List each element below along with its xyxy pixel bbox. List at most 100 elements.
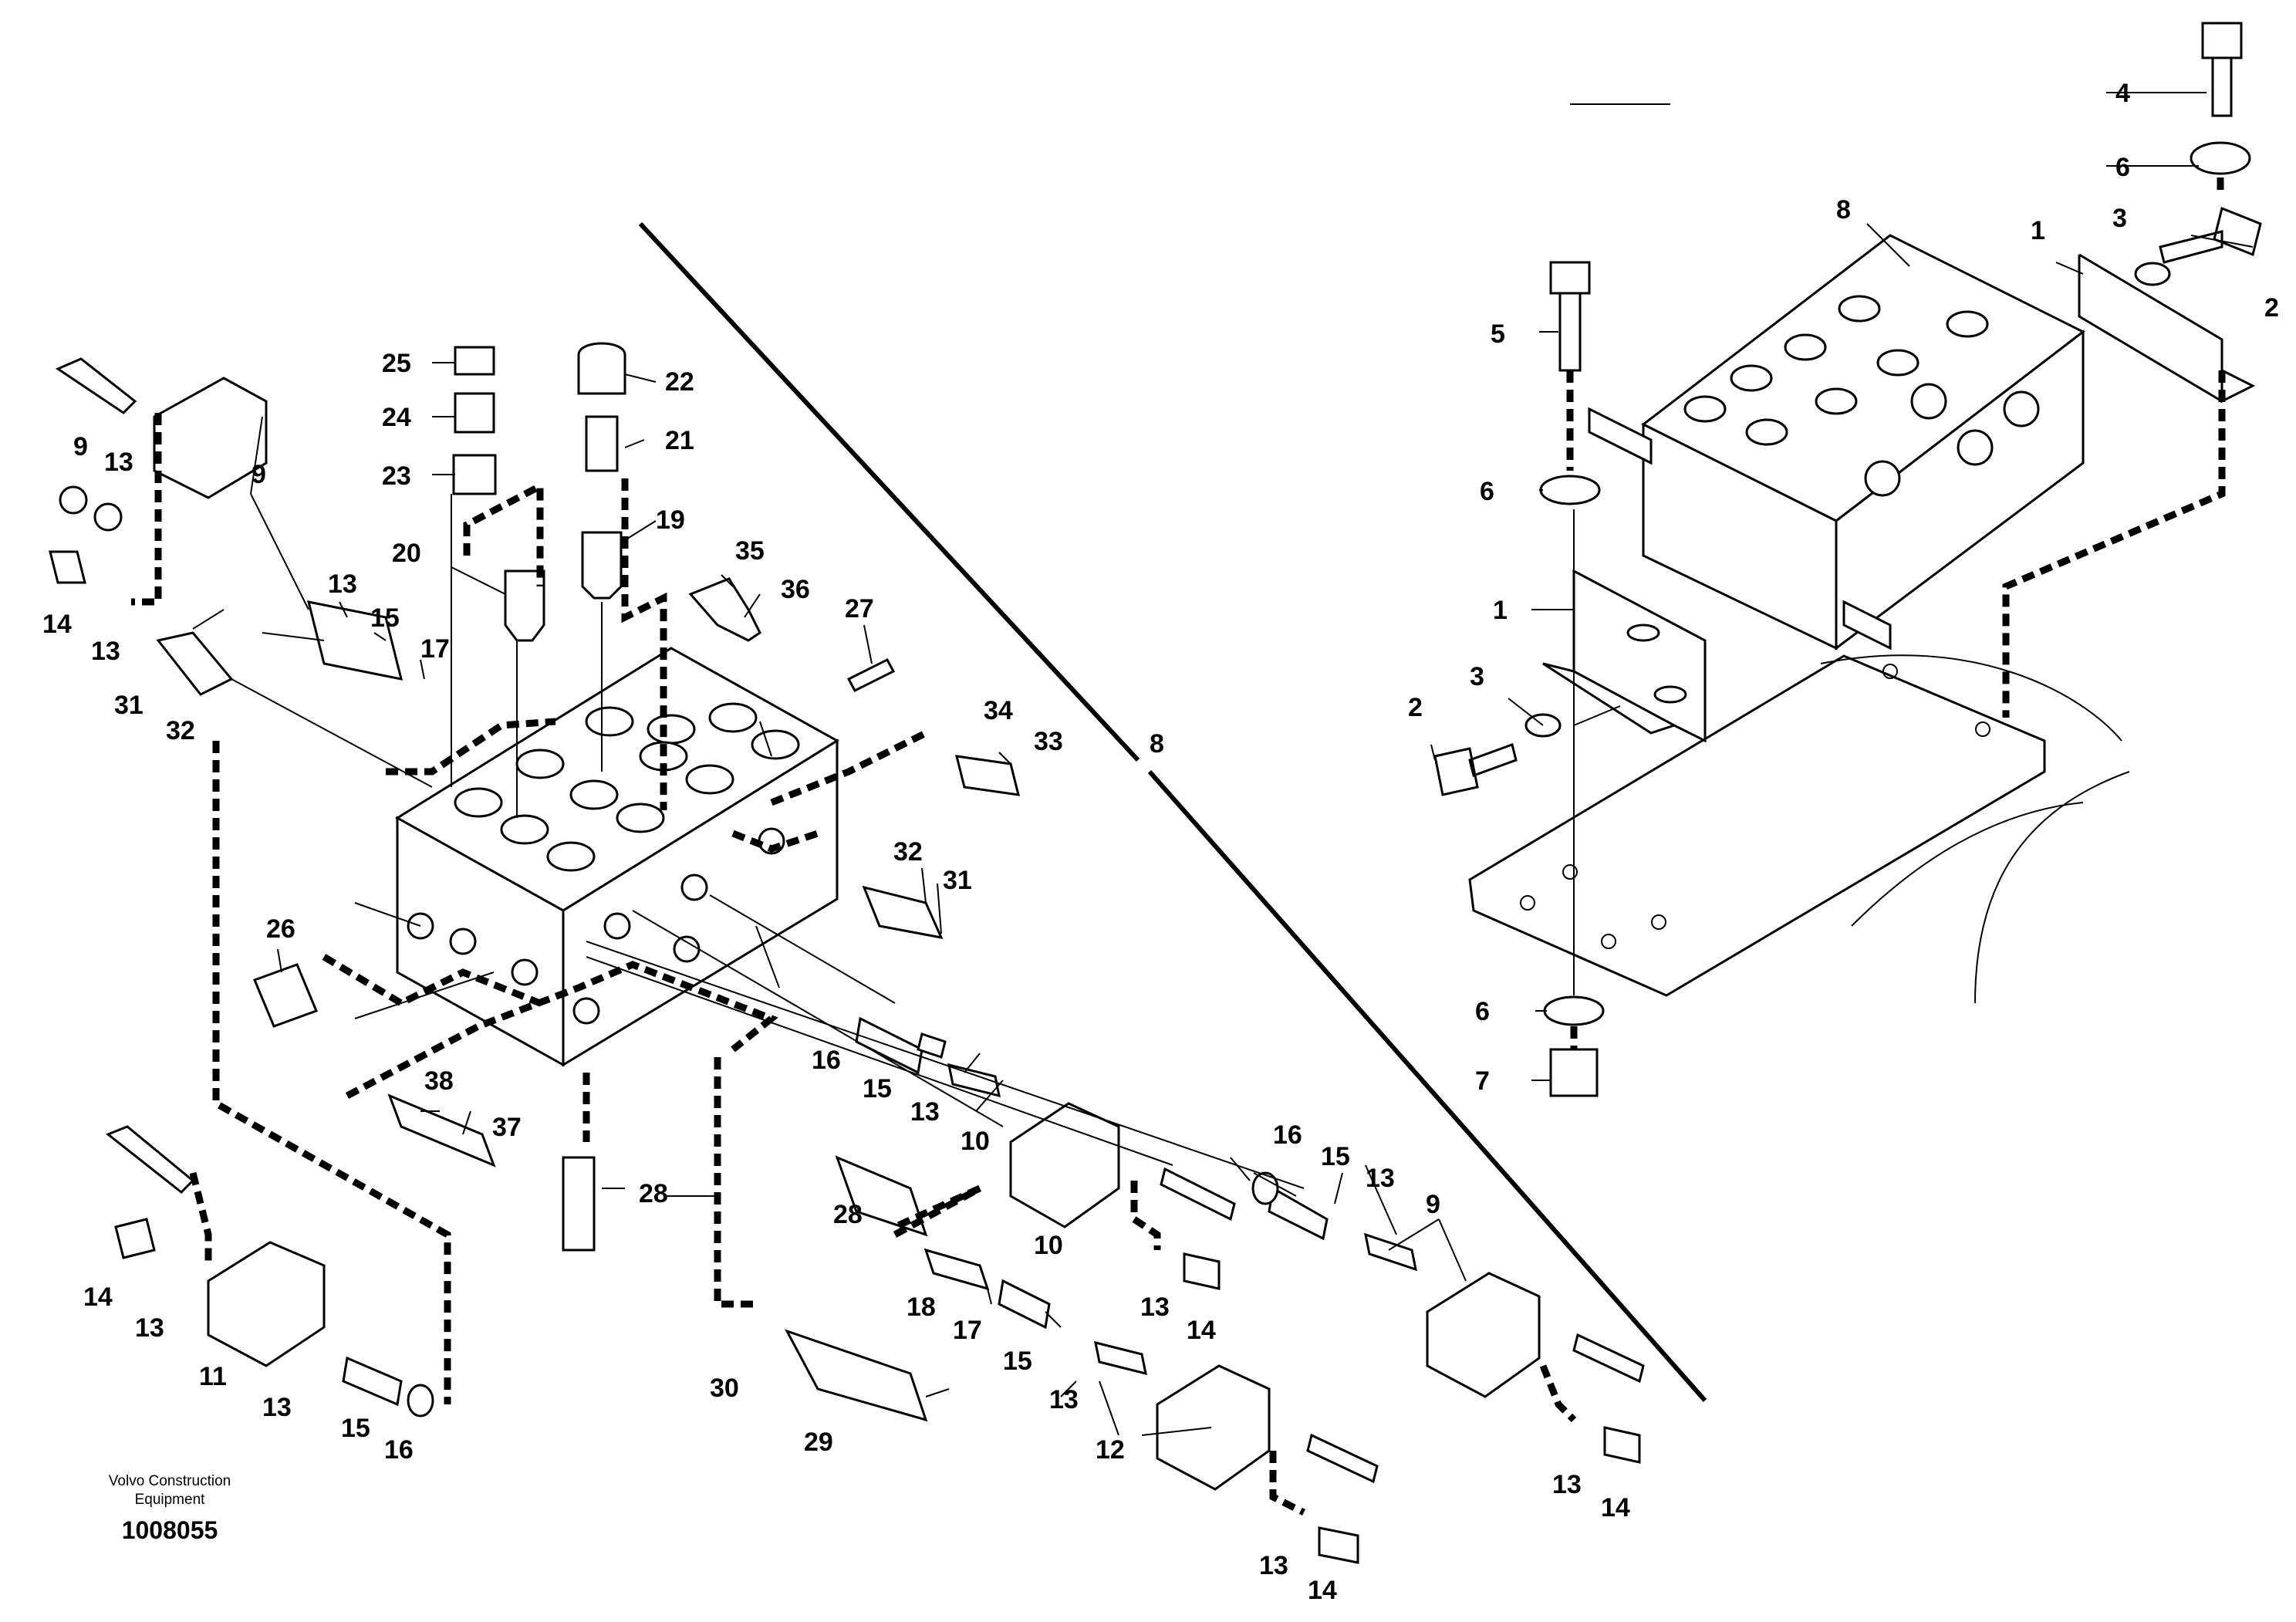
callout-32-left: 32 [166, 716, 195, 745]
pilot-cap-12 [1156, 1364, 1271, 1491]
bolt-12-side [1306, 1433, 1379, 1484]
bolt-2-lower [1433, 743, 1518, 796]
valve-34-33 [955, 755, 1020, 796]
block-side [562, 738, 839, 1067]
callout-9-top: 9 [252, 460, 266, 489]
callout-18: 18 [907, 1293, 936, 1322]
callout-16-mid: 16 [812, 1046, 841, 1075]
seal-16-right [1251, 1171, 1279, 1205]
callout-16-bottomleft: 16 [384, 1435, 414, 1465]
nut-9-left [59, 485, 88, 515]
pilot-cap-9-right [1426, 1272, 1541, 1398]
callout-8-divider: 8 [1150, 729, 1164, 759]
bolt-4 [2201, 22, 2243, 117]
callout-15-mid: 15 [863, 1074, 892, 1103]
company-name-line1: Volvo Construction [108, 1473, 231, 1489]
fitting-17-18 [923, 1248, 990, 1291]
callout-2-top: 2 [2264, 293, 2279, 323]
callout-35: 35 [735, 536, 765, 566]
washer-6-upper [1539, 475, 1601, 505]
spool-19 [581, 531, 623, 600]
callout-14-center: 14 [1187, 1316, 1216, 1345]
spring-24 [454, 392, 495, 434]
fitting-9-right [1364, 1232, 1417, 1272]
plug-14-right [1603, 1426, 1641, 1464]
callout-32-right: 32 [893, 837, 923, 867]
bolt-9-right-side [1572, 1333, 1645, 1384]
bolt-lower-left [106, 1125, 195, 1195]
callout-15-right: 15 [1321, 1142, 1350, 1171]
plug-26 [253, 963, 318, 1028]
poppet-13-spring-15 [306, 600, 403, 681]
callout-38: 38 [424, 1066, 454, 1096]
pilot-cap-9-top [153, 377, 268, 499]
callout-17-lower: 17 [953, 1316, 982, 1345]
callout-13-bottom: 13 [1259, 1551, 1288, 1580]
washer-3-upper [2134, 262, 2171, 286]
fitting-13-center [917, 1032, 947, 1059]
callout-5: 5 [1491, 319, 1505, 349]
plug-14-left [49, 550, 86, 584]
callout-13-lowerleft: 13 [135, 1313, 164, 1343]
callout-26: 26 [266, 914, 295, 944]
callout-14-lowerleft: 14 [83, 1282, 113, 1312]
spring-21 [585, 415, 619, 472]
callout-8-right: 8 [1836, 195, 1851, 225]
callout-30: 30 [710, 1374, 739, 1403]
mounting-plate [1468, 654, 2046, 997]
callout-13-bottomleft: 13 [262, 1393, 292, 1422]
valve-35-36 [688, 577, 761, 642]
callout-33: 33 [1034, 727, 1063, 756]
callout-37: 37 [492, 1113, 522, 1142]
callout-10-lower: 10 [1034, 1231, 1063, 1260]
callout-12: 12 [1096, 1435, 1125, 1465]
callout-7: 7 [1475, 1066, 1490, 1096]
callout-6-bottom: 6 [1475, 997, 1490, 1026]
callout-20: 20 [392, 539, 421, 568]
callout-13-upper: 13 [328, 569, 357, 599]
plug-28 [562, 1156, 596, 1252]
callout-13-right: 13 [1366, 1164, 1395, 1193]
callout-28-center: 28 [833, 1200, 863, 1229]
callout-34: 34 [984, 696, 1013, 725]
callout-10-upper: 10 [961, 1127, 990, 1156]
callout-16-right: 16 [1273, 1120, 1302, 1150]
callout-13-lower: 13 [1049, 1385, 1079, 1414]
plug-25 [454, 346, 495, 376]
callout-2-lower: 2 [1408, 693, 1423, 722]
callout-29: 29 [804, 1428, 833, 1457]
leader-lines [192, 92, 2254, 1436]
bolt-5 [1549, 261, 1591, 372]
document-number: 1008055 [121, 1516, 218, 1544]
callout-27: 27 [845, 594, 874, 623]
callout-1-top: 1 [2031, 216, 2045, 245]
pilot-cap-11 [207, 1241, 326, 1367]
callout-24: 24 [382, 403, 411, 432]
callout-36: 36 [781, 575, 810, 604]
valve-32-31-right [862, 885, 944, 940]
callout-13-topleft: 13 [104, 448, 133, 477]
callout-6-top: 6 [2115, 153, 2130, 182]
fitting-13-left [93, 502, 123, 532]
callout-14-bottomright: 14 [1601, 1493, 1630, 1522]
washer-6-lower [1543, 995, 1605, 1026]
callout-14-left: 14 [42, 610, 72, 639]
callout-13-bottomright: 13 [1552, 1470, 1582, 1499]
callout-23: 23 [382, 461, 411, 491]
fitting-37-38 [387, 1093, 496, 1168]
mounted-valve-assembly [1433, 22, 2262, 1097]
plug-14-lower [114, 1218, 156, 1259]
bolt-2-upper [2159, 206, 2262, 264]
callout-22: 22 [665, 367, 694, 397]
callout-4: 4 [2115, 79, 2130, 108]
callout-15-lower: 15 [1003, 1347, 1032, 1376]
spring-15-lower [342, 1356, 403, 1407]
valve-29-30 [784, 1329, 928, 1422]
spool-20 [504, 569, 545, 642]
spring-15-bottom [998, 1279, 1051, 1330]
bolt-top-left [55, 357, 137, 414]
plug-28-center [835, 1155, 928, 1237]
callout-31-right: 31 [943, 866, 972, 895]
bolt-10-side [1160, 1167, 1236, 1222]
